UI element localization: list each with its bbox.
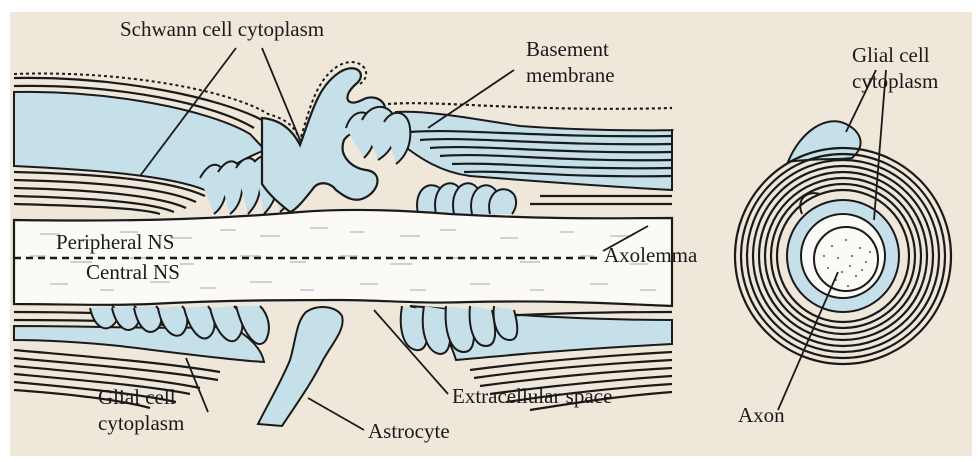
label-basement-membrane-line1: Basement: [526, 37, 609, 61]
label-extracellular-space: Extracellular space: [452, 384, 612, 408]
label-glial-cytoplasm-top-line2: cytoplasm: [852, 69, 938, 93]
label-glial-cytoplasm-bottom-line1: Glial cell: [98, 385, 176, 409]
label-glial-cytoplasm-bottom-line2: cytoplasm: [98, 411, 184, 435]
label-central-ns: Central NS: [86, 260, 180, 284]
label-axolemma: Axolemma: [604, 243, 698, 267]
label-peripheral-ns: Peripheral NS: [56, 230, 174, 254]
label-astrocyte: Astrocyte: [368, 419, 450, 443]
label-glial-cytoplasm-top-line1: Glial cell: [852, 43, 930, 67]
axon-cross-section: [814, 227, 878, 291]
label-axon: Axon: [738, 403, 785, 427]
label-schwann-cell-cytoplasm: Schwann cell cytoplasm: [120, 17, 324, 41]
label-basement-membrane-line2: membrane: [526, 63, 615, 87]
